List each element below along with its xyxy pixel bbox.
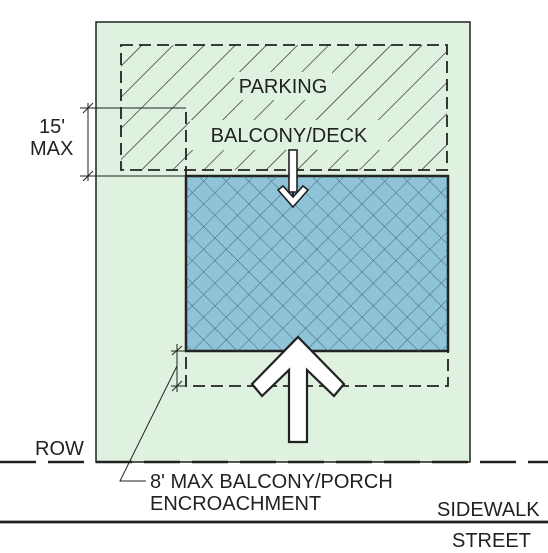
parking-label: PARKING (239, 76, 328, 98)
porch-encroachment-zone (185, 350, 449, 387)
balcony-deck-label: BALCONY/DECK (211, 125, 368, 147)
porch-arrow-icon (250, 335, 346, 444)
encroachment-label-line2: ENCROACHMENT (150, 493, 321, 515)
balcony-label-bg (190, 120, 388, 150)
encroachment-leader (119, 365, 178, 482)
max-height-value-label: 15' (39, 116, 65, 138)
row-label: ROW (35, 438, 84, 460)
encroachment-label-line1: 8' MAX BALCONY/PORCH (150, 471, 393, 493)
street-label: STREET (452, 530, 531, 552)
sidewalk-label: SIDEWALK (437, 499, 540, 521)
max-height-unit-label: MAX (30, 138, 73, 160)
parking-label-bg (234, 72, 332, 100)
building-crosshatch (186, 176, 448, 351)
balcony-arrow-head-icon (276, 184, 310, 209)
